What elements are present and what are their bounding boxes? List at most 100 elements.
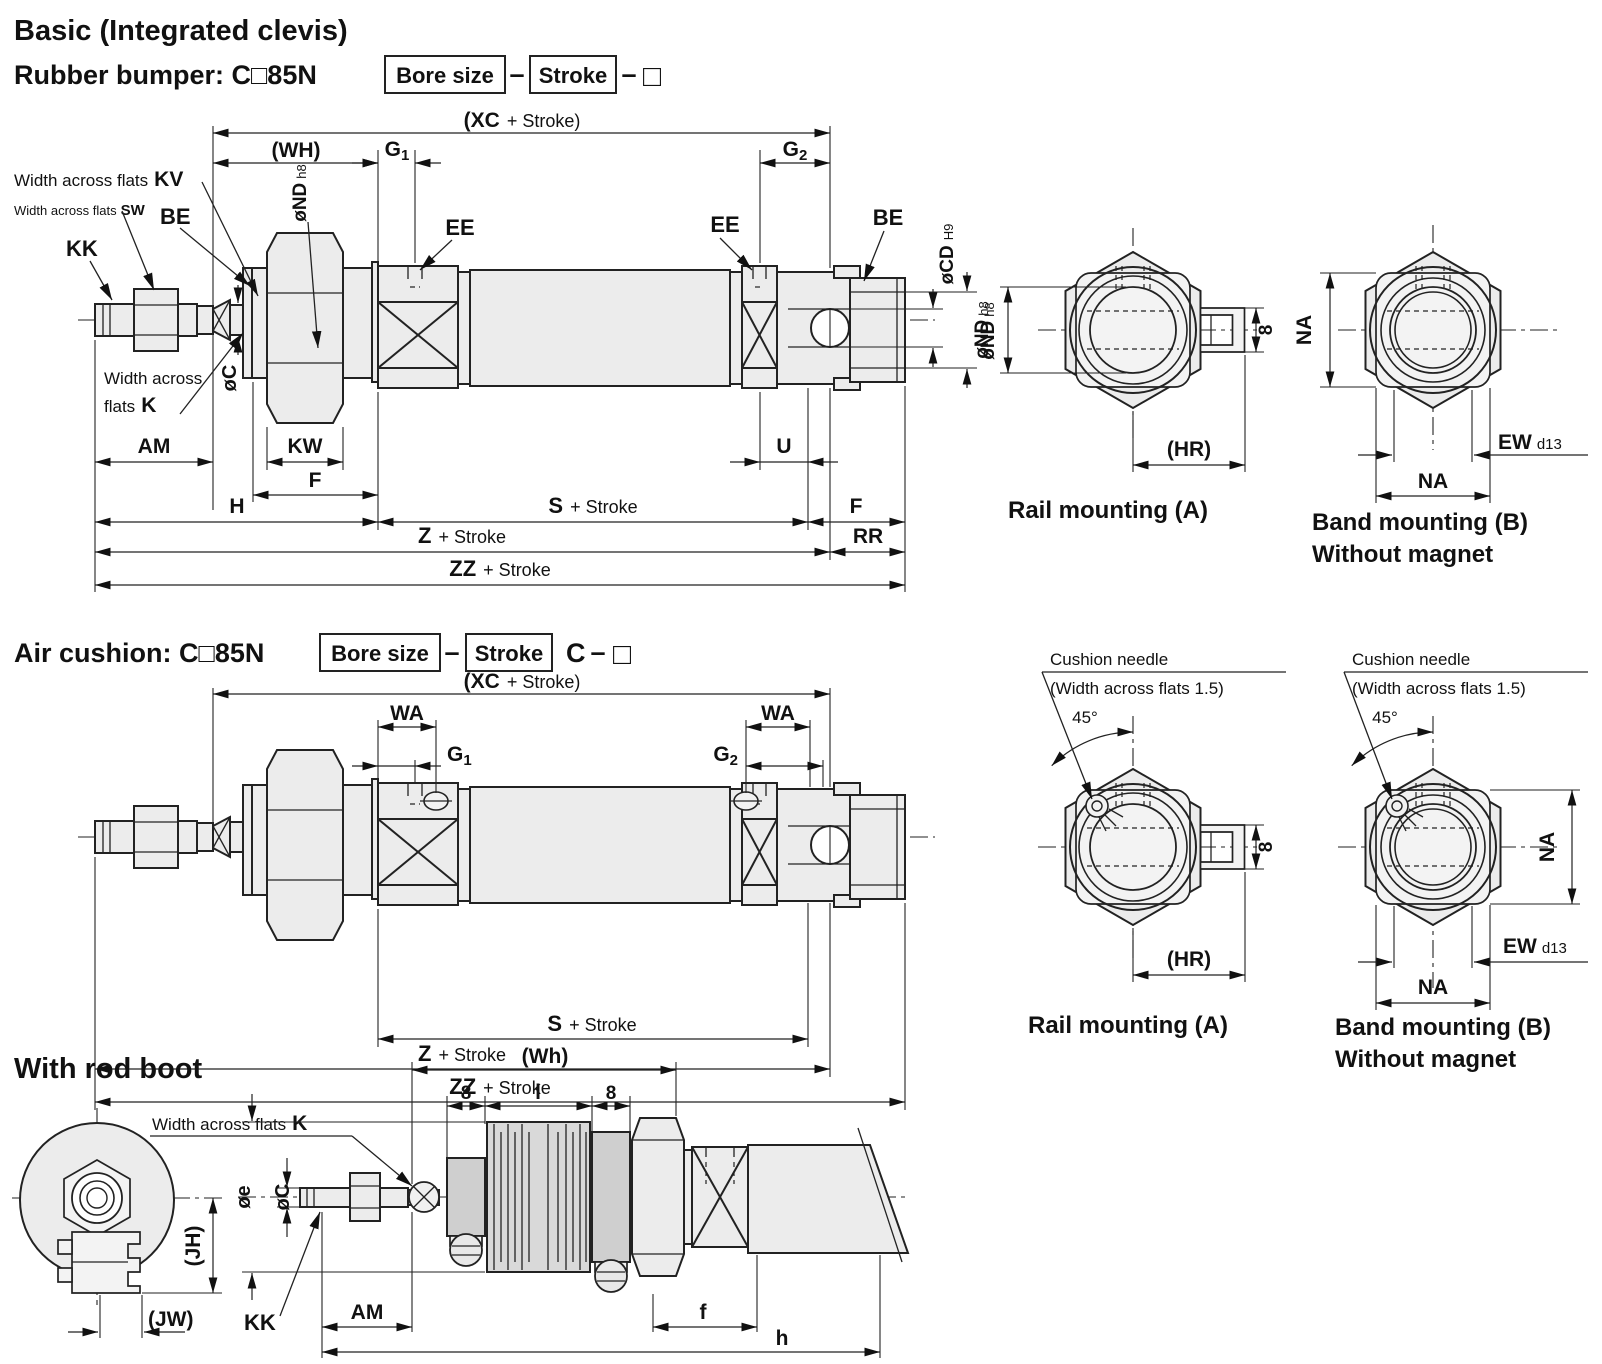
dim-f-boot: f	[700, 1301, 708, 1324]
dim-z-stroke: Z+ Stroke	[418, 523, 506, 548]
dim-jw: (JW)	[148, 1308, 194, 1331]
basic-dimensions: (XC+ Stroke) (WH) G1 G2 AM KW U F H S+ S…	[94, 109, 906, 592]
without-magnet-caption-air: Without magnet	[1335, 1046, 1516, 1073]
bore-size-box-air	[319, 633, 441, 672]
air-cushion-label: Air cushion: C□85N	[14, 638, 264, 668]
dash-1: –	[509, 59, 524, 89]
dash-4: –	[590, 637, 605, 667]
label-kk: KK	[66, 236, 98, 261]
empty-box-glyph-air: □	[613, 638, 632, 671]
dim-zz-stroke-air: ZZ+ Stroke	[449, 1074, 550, 1099]
dim-f-left: F	[309, 469, 322, 492]
section-rod-boot: With rod boot (JH) (JW)	[12, 1045, 910, 1358]
bore-size-box	[384, 55, 506, 94]
section-basic: Basic (Integrated clevis) Rubber bumper:…	[14, 15, 1588, 592]
dim-h: H	[229, 495, 244, 518]
band-mounting-view-air: Cushion needle (Width across flats 1.5) …	[1335, 650, 1588, 1073]
dim-wa-right: WA	[761, 702, 795, 725]
label-ond-rail-a: øNDh8	[972, 301, 993, 359]
label-ond-right: øNDh8	[978, 302, 999, 360]
dim-na-right-air: NA	[1536, 832, 1559, 862]
rod-boot-dimensions: (Wh) 8 l 8 AM f h	[321, 1045, 881, 1358]
cushion-needle-label-b: Cushion needle	[1352, 650, 1470, 669]
dim-hr-air: (HR)	[1167, 948, 1211, 971]
dim-wa-left: WA	[390, 702, 424, 725]
air-c-suffix: C	[566, 638, 586, 668]
dim-am-boot: AM	[351, 1301, 384, 1324]
dim-kw: KW	[288, 435, 323, 458]
dim-wh-boot: (Wh)	[522, 1045, 569, 1068]
dim-8-left-boot: 8	[461, 1083, 472, 1104]
label-oe: øe	[233, 1185, 255, 1208]
stroke-box-label-air: Stroke	[475, 641, 543, 666]
basic-side-view	[77, 232, 936, 424]
basic-title: Basic (Integrated clevis)	[14, 15, 348, 47]
stroke-box	[529, 55, 617, 94]
band-mounting-caption-basic: Band mounting (B)	[1312, 509, 1528, 536]
dash-2: –	[621, 59, 636, 89]
dash-3: –	[444, 637, 459, 667]
cushion-needle-label-a: Cushion needle	[1050, 650, 1168, 669]
rail-mounting-view-air: Cushion needle (Width across flats 1.5) …	[1028, 650, 1286, 1039]
dim-g1: G1	[385, 138, 410, 164]
dim-jh: (JH)	[182, 1226, 205, 1267]
dim-f-right: F	[850, 495, 863, 518]
dim-g2: G2	[783, 138, 808, 164]
rod-boot-title: With rod boot	[14, 1053, 203, 1085]
label-oc-boot: øC	[272, 1184, 294, 1211]
label-oc: øC	[219, 365, 241, 392]
dim-z-stroke-air: Z+ Stroke	[418, 1041, 506, 1066]
dim-na-bottom-basic: NA	[1418, 470, 1448, 493]
empty-box-glyph: □	[643, 60, 662, 93]
dim-rr: RR	[853, 525, 883, 548]
rod-boot-side-view	[238, 1117, 910, 1293]
label-be-left: BE	[160, 204, 191, 229]
label-ee-left: EE	[445, 215, 474, 240]
label-waf-k-1: Width across	[104, 369, 202, 388]
section-air-cushion: Air cushion: C□85N Bore size – Stroke C …	[14, 633, 1588, 1110]
dim-na-left-basic: NA	[1293, 315, 1316, 345]
dim-na-bottom-air: NA	[1418, 976, 1448, 999]
dim-u: U	[776, 435, 791, 458]
dim-8-rail-a-air: 8	[1256, 842, 1277, 853]
dim-zz-stroke: ZZ+ Stroke	[449, 556, 550, 581]
dim-am: AM	[138, 435, 171, 458]
dim-g2-air: G2	[713, 743, 738, 769]
bore-size-box-label: Bore size	[396, 63, 494, 88]
rail-mounting-caption-basic: Rail mounting (A)	[1008, 497, 1208, 524]
rail-mounting-view-basic: øNDh8 8 (HR) Rail mounting (A)	[972, 228, 1277, 524]
dim-g1-air: G1	[447, 743, 472, 769]
air-side-view	[77, 749, 936, 941]
bore-size-box-label-air: Bore size	[331, 641, 429, 666]
label-ocd: øCDH9	[937, 224, 958, 285]
label-kk-boot: KK	[244, 1310, 276, 1335]
angle-45-a: 45°	[1072, 708, 1098, 727]
stroke-box-air	[465, 633, 553, 672]
label-be-right: BE	[873, 205, 904, 230]
dim-8-rail-a: 8	[1256, 325, 1277, 336]
dim-xc: (XC+ Stroke)	[464, 109, 581, 132]
label-ond-left: øNDh8	[290, 164, 311, 222]
dim-h-boot: h	[776, 1327, 789, 1350]
dim-hr-basic: (HR)	[1167, 438, 1211, 461]
dim-s-stroke-air: S+ Stroke	[547, 1011, 636, 1036]
rod-boot-end-view: (JH) (JW)	[12, 1108, 226, 1338]
rubber-bumper-label: Rubber bumper: C□85N	[14, 60, 317, 90]
stroke-box-label: Stroke	[539, 63, 607, 88]
rail-mounting-caption-air: Rail mounting (A)	[1028, 1012, 1228, 1039]
dim-l-boot: l	[535, 1081, 541, 1104]
cushion-flats-label-b: (Width across flats 1.5)	[1352, 679, 1526, 698]
dim-s-stroke: S+ Stroke	[548, 493, 637, 518]
band-mounting-caption-air: Band mounting (B)	[1335, 1014, 1551, 1041]
label-ee-right: EE	[710, 212, 739, 237]
